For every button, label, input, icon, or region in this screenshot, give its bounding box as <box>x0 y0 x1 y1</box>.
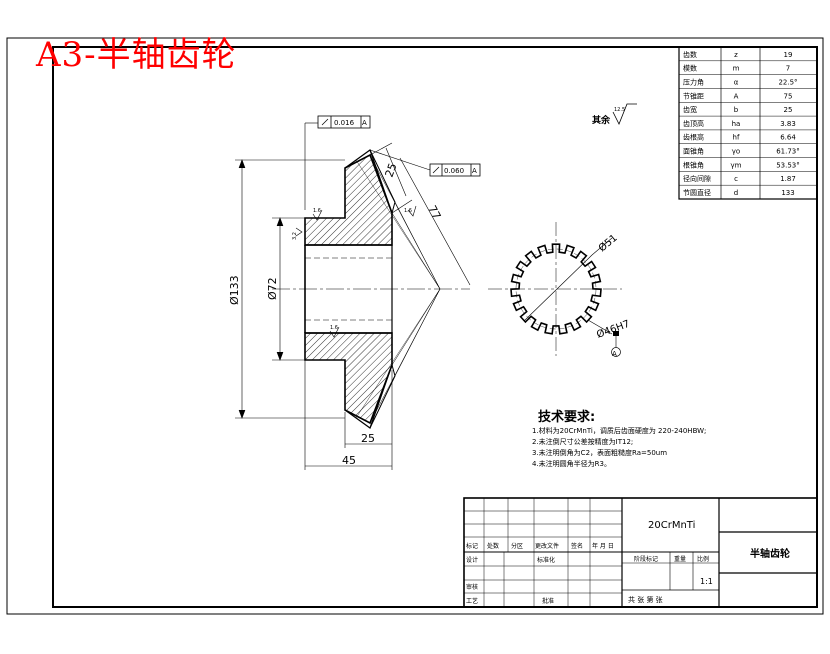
params-table: 齿数 z 19 模数 m 7 压力角 α 22.5° 节锥距 A 75 齿宽 b 25 齿顶高 ha 3.83 齿根… <box>678 46 818 200</box>
drawing-title: A3-半轴齿轮 <box>36 35 237 75</box>
param-value: 7 <box>786 65 790 73</box>
param-value: 75 <box>784 92 793 100</box>
tb-review: 审核 <box>466 583 478 591</box>
tb-sign: 签名 <box>571 542 583 550</box>
roughness-3: 1.6 <box>330 325 338 331</box>
param-symbol: hf <box>733 134 740 142</box>
param-value: 61.73° <box>776 148 800 156</box>
tolerance-2-ref: A <box>472 167 477 175</box>
roughness-symbols <box>295 205 417 338</box>
param-value: 1.87 <box>780 175 796 183</box>
dim-d133: Ø133 <box>228 275 241 305</box>
param-symbol: d <box>734 189 738 197</box>
param-value: 133 <box>781 189 794 197</box>
tb-standardize: 标准化 <box>537 556 555 564</box>
param-name: 齿顶高 <box>683 119 704 128</box>
requirement-4: 4.未注明圆角半径为R3。 <box>532 460 611 468</box>
requirement-3: 3.未注明倒角为C2，表面粗糙度Ra=50um <box>532 449 668 457</box>
tolerance-1-ref: A <box>362 119 367 127</box>
param-name: 根锥角 <box>683 160 704 169</box>
section-dim-text: Ø133 Ø72 25 45 25 77 1.6 3.2 1.6 1.6 <box>228 161 443 467</box>
outer-border <box>6 37 824 615</box>
tb-part-name: 半轴齿轮 <box>750 547 790 560</box>
roughness-note-value: 12.5 <box>614 107 625 113</box>
tb-material: 20CrMnTi <box>648 520 695 531</box>
param-symbol: c <box>734 175 738 183</box>
dim-45: 45 <box>342 454 356 467</box>
requirements-heading: 技术要求: <box>538 410 596 425</box>
param-symbol: ha <box>732 120 741 128</box>
title-block <box>463 497 818 608</box>
tb-mark: 标记 <box>466 542 478 550</box>
tb-zone: 分区 <box>511 542 523 550</box>
roughness-4: 1.6 <box>404 208 412 214</box>
roughness-2: 3.2 <box>292 232 298 240</box>
tolerance-frame-1: 0.016 A <box>317 115 371 129</box>
dim-d51: Ø51 <box>596 232 620 254</box>
param-name: 节锥距 <box>683 91 704 100</box>
dim-d46: Ø46H7 <box>595 318 632 341</box>
param-name: 齿根高 <box>683 133 704 142</box>
inner-frame <box>52 46 818 608</box>
param-symbol: γo <box>732 148 740 156</box>
param-value: 22.5° <box>778 78 797 86</box>
param-symbol: m <box>733 65 740 73</box>
gear-section-view <box>272 149 470 429</box>
tolerance-1-value: 0.016 <box>334 119 355 127</box>
tb-ratio: 比例 <box>697 555 709 563</box>
tb-date: 年 月 日 <box>592 542 614 550</box>
roughness-1: 1.6 <box>313 208 321 214</box>
dim-77: 77 <box>425 203 443 221</box>
param-name: 模数 <box>683 64 697 73</box>
tb-weight: 重量 <box>674 555 686 563</box>
roughness-note-label: 其余 <box>592 114 611 126</box>
tb-doc: 更改文件 <box>535 542 559 550</box>
param-symbol: γm <box>731 161 742 169</box>
dim-25-face: 25 <box>383 161 400 179</box>
tolerance-frame-2: 0.060 A <box>429 163 481 177</box>
spline-view <box>488 222 622 357</box>
tb-sheets: 共 张 第 张 <box>628 595 663 604</box>
param-value: 3.83 <box>780 120 796 128</box>
tb-process: 工艺 <box>466 597 478 605</box>
param-name: 齿数 <box>683 50 697 59</box>
param-name: 径向间隙 <box>683 174 711 183</box>
requirement-1: 1.材料为20CrMnTi，调质后齿面硬度为 220-240HBW; <box>532 427 707 435</box>
param-name: 面锥角 <box>683 147 704 156</box>
spline-profile <box>510 243 602 335</box>
tolerance-2-value: 0.060 <box>444 167 464 175</box>
dim-25-bottom: 25 <box>361 432 375 445</box>
param-value: 25 <box>784 106 793 114</box>
param-name: 压力角 <box>683 77 704 86</box>
title-block-text: 标记 处数 分区 更改文件 签名 年 月 日 设计 标准化 审核 工艺 批准 阶… <box>466 520 790 605</box>
param-symbol: b <box>734 106 739 114</box>
param-value: 19 <box>784 51 793 59</box>
tb-approve: 批准 <box>542 597 554 605</box>
tb-scale: 1:1 <box>700 577 713 586</box>
param-symbol: z <box>734 51 738 59</box>
param-symbol: α <box>734 78 739 86</box>
param-value: 6.64 <box>780 134 796 142</box>
param-name: 节圆直径 <box>683 188 711 197</box>
param-symbol: A <box>734 92 739 100</box>
datum-label: A <box>612 350 617 358</box>
tb-stage: 阶段标记 <box>634 555 658 563</box>
param-name: 齿宽 <box>683 105 697 114</box>
dim-d72: Ø72 <box>266 277 279 300</box>
roughness-note: 其余 12.5 <box>592 103 637 126</box>
param-value: 53.53° <box>776 161 800 169</box>
tb-design: 设计 <box>466 556 478 564</box>
requirement-2: 2.未注倒尺寸公差按精度为IT12; <box>532 438 634 446</box>
tb-count: 处数 <box>487 542 499 550</box>
section-dimensions <box>235 122 471 470</box>
